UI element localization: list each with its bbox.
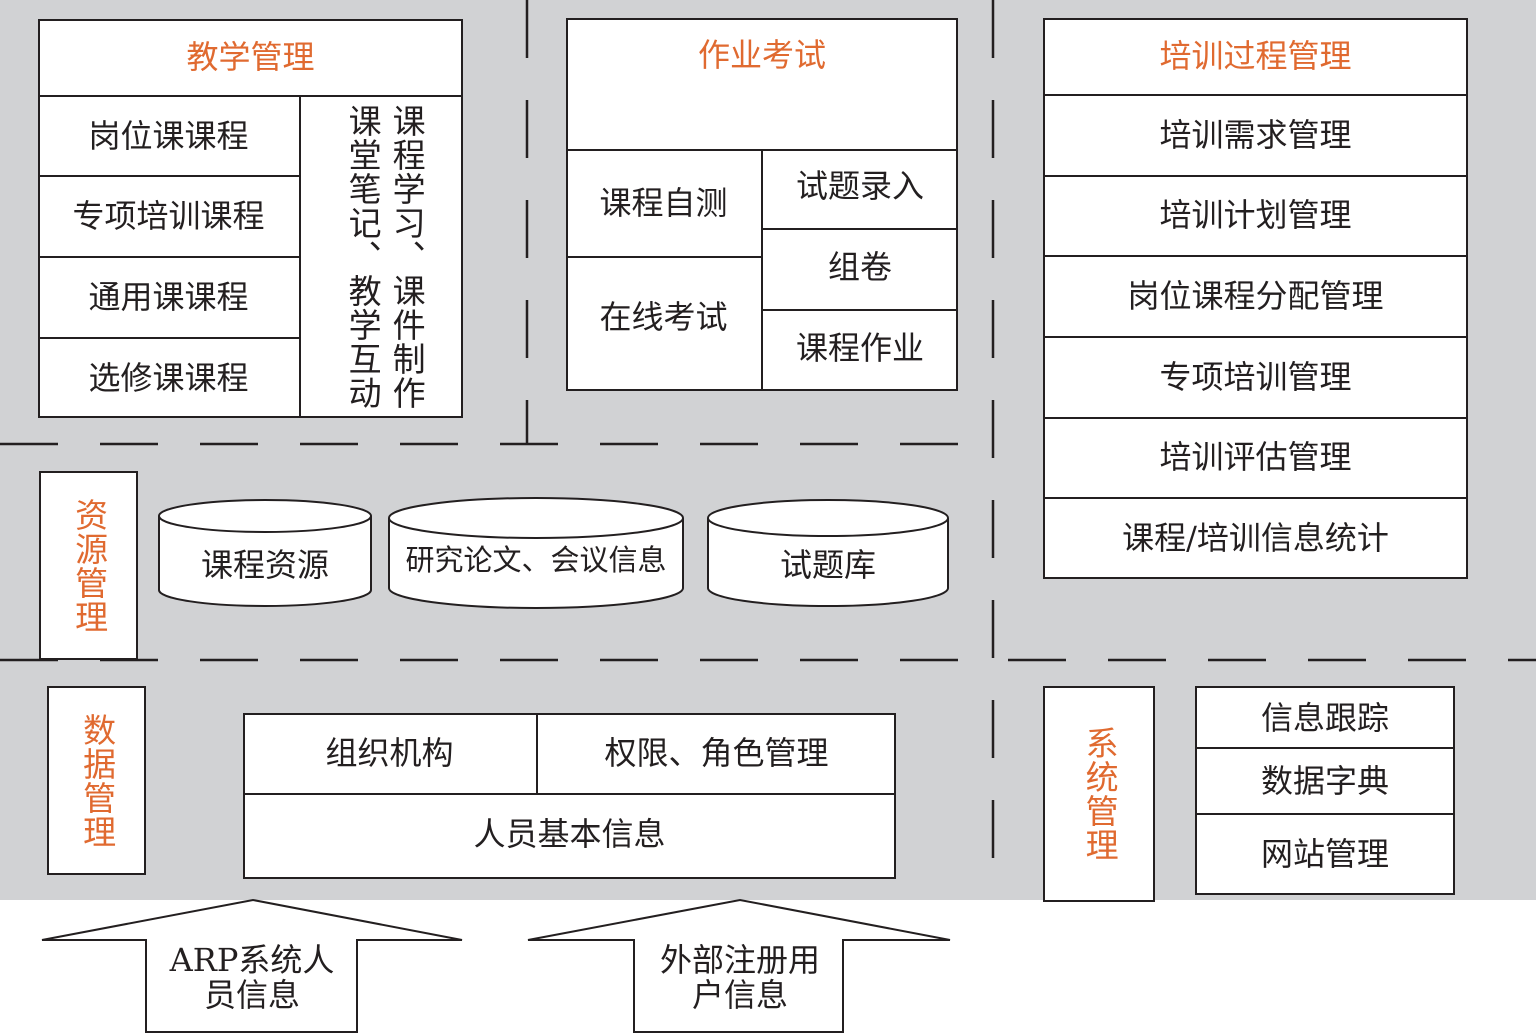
online-exam: 在线考试	[599, 297, 728, 336]
system-items-box	[1195, 686, 1455, 895]
course-elective: 选修课课程	[88, 358, 249, 397]
organization: 组织机构	[325, 733, 454, 772]
teaching-side-text-1: 课程学习、课件制作	[387, 104, 427, 410]
course-general: 通用课课程	[88, 277, 249, 316]
course-homework: 课程作业	[795, 328, 924, 367]
personnel-basic-info: 人员基本信息	[473, 814, 666, 853]
resource-management-title: 资源管理	[69, 497, 109, 634]
post-course-allocation: 岗位课程分配管理	[1127, 276, 1384, 315]
permissions-roles: 权限、角色管理	[604, 733, 829, 772]
arp-personnel-info: ARP系统人员信息	[169, 940, 335, 1014]
papers-meetings: 研究论文、会议信息	[405, 543, 667, 578]
website-management: 网站管理	[1260, 834, 1389, 873]
arrow-arp	[41, 898, 463, 1033]
system-management-box	[1043, 686, 1155, 902]
course-self-test: 课程自测	[599, 183, 728, 222]
data-management-box	[47, 686, 146, 875]
info-tracking: 信息跟踪	[1260, 698, 1389, 737]
arrow-external	[527, 898, 951, 1033]
question-entry: 试题录入	[795, 166, 924, 205]
training-plan: 培训计划管理	[1159, 196, 1352, 235]
resource-management-box	[39, 471, 138, 660]
course-post: 岗位课课程	[88, 116, 249, 155]
compose-paper: 组卷	[827, 247, 892, 286]
homework-exam-title: 作业考试	[697, 35, 826, 74]
course-resources: 课程资源	[200, 545, 329, 584]
cylinder-question-bank	[707, 518, 949, 607]
data-management-title: 数据管理	[77, 712, 117, 849]
training-process-box	[1043, 18, 1468, 579]
system-management-title: 系统管理	[1080, 726, 1120, 862]
special-training: 专项培训管理	[1159, 357, 1352, 396]
external-user-info: 外部注册用户信息	[659, 940, 820, 1014]
training-evaluation: 培训评估管理	[1159, 438, 1352, 477]
course-special-training: 专项培训课程	[72, 196, 265, 235]
training-process-title: 培训过程管理	[1159, 36, 1352, 75]
teaching-side-text-2: 课堂笔记、教学互动	[343, 104, 383, 410]
course-training-statistics: 课程/培训信息统计	[1122, 518, 1389, 557]
teaching-management-title: 教学管理	[186, 38, 315, 77]
data-dictionary: 数据字典	[1260, 761, 1389, 800]
question-bank: 试题库	[779, 545, 876, 584]
cylinder-papers	[388, 518, 684, 609]
personnel-box	[243, 713, 896, 879]
training-demand: 培训需求管理	[1159, 115, 1352, 154]
teaching-management-box	[38, 19, 463, 418]
cylinder-course-resources	[158, 516, 372, 607]
